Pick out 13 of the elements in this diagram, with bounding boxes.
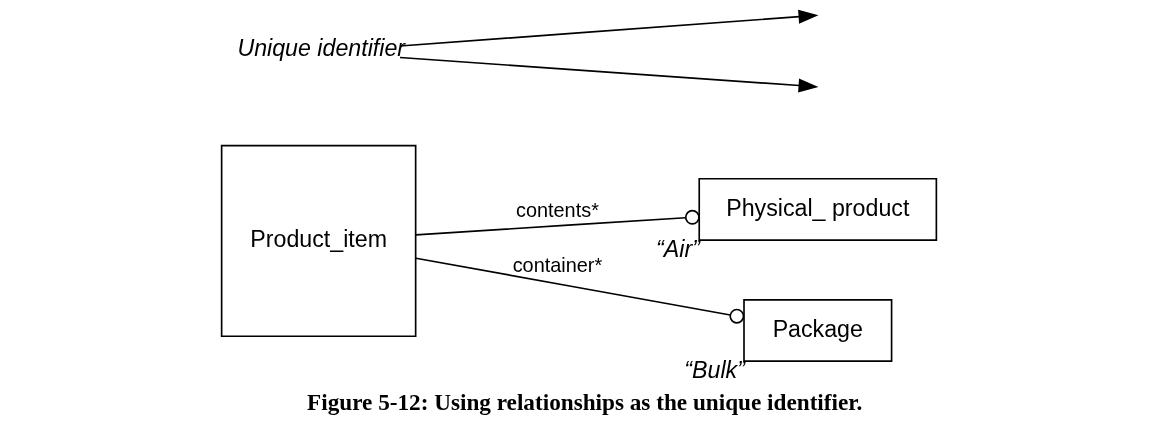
node-box: Product_item	[220, 144, 417, 338]
node-box: Package	[743, 299, 893, 362]
node-box: Physical_ product	[698, 177, 938, 241]
caption: Figure 5-12: Using relationships as the unique identifier.	[307, 388, 863, 415]
connector	[415, 209, 700, 236]
connector	[415, 257, 745, 324]
node-label: “Air”	[656, 236, 700, 263]
edge-label: container*	[512, 253, 603, 276]
arrow	[399, 56, 819, 93]
arrow	[399, 9, 819, 47]
node-label: “Bulk”	[684, 357, 745, 384]
edge-label: contents*	[516, 199, 599, 222]
node-text: Unique identifier	[237, 35, 406, 62]
